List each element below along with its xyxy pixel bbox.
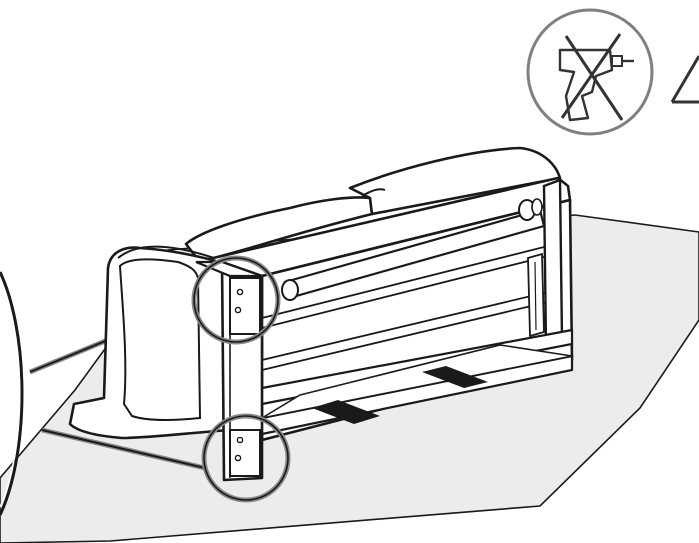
warning-triangle-icon — [670, 55, 699, 104]
callout-leader-line-bottom-core — [41, 429, 206, 469]
webbing-strap-1 — [312, 400, 380, 424]
screw-hole — [236, 436, 244, 444]
armrest-left — [68, 246, 234, 440]
armrest-top-roll — [117, 245, 215, 259]
highlight-ring-bottom-core — [203, 415, 289, 501]
connection-block-top — [229, 277, 261, 335]
screw-hole — [234, 454, 242, 462]
webbing-strap-2 — [422, 366, 488, 388]
cushion-seam — [361, 188, 386, 197]
bottom-rail-far — [261, 344, 573, 419]
tube-end-cap-left — [281, 279, 299, 301]
frame-right-end-strip-line — [534, 261, 537, 331]
detail-callout-circle-inner — [0, 279, 21, 508]
connection-block-bottom — [229, 429, 261, 477]
frame-right-end-post — [542, 178, 564, 348]
screw-hole — [236, 288, 244, 296]
screw-hole — [234, 306, 242, 314]
no-power-drill-icon — [526, 8, 654, 136]
highlight-ring-top-core — [193, 257, 279, 343]
tube-end-cap-right-2 — [531, 198, 543, 216]
detail-callout-circle — [0, 271, 24, 516]
back-cushion-right — [348, 146, 562, 216]
back-cushion-left — [184, 196, 374, 264]
armrest-inner-contour — [118, 258, 202, 421]
